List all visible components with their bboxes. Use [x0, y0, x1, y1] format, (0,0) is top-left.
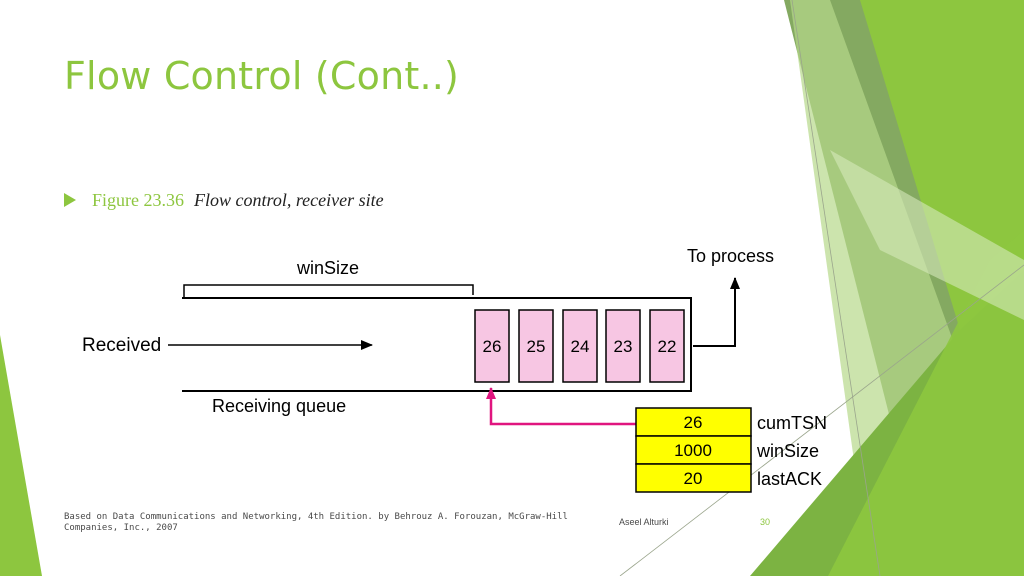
queue-cell-1-value: 26: [483, 337, 502, 356]
deco-shape-5: [828, 230, 1024, 576]
received-label: Received: [82, 335, 161, 356]
queue-cell-4: 23: [605, 309, 641, 383]
slide-title: Flow Control (Cont..): [64, 54, 460, 98]
receiver-state-table: 26 cumTSN 1000 winSize 20 lastACK: [635, 407, 827, 493]
table-row-cumtsn: 26 cumTSN: [635, 407, 827, 437]
winsize-label: winSize: [296, 258, 359, 278]
queue-cell-2: 25: [518, 309, 554, 383]
queue-cell-2-value: 25: [527, 337, 546, 356]
lastack-value: 20: [684, 469, 703, 488]
to-process-arrow: [693, 277, 740, 347]
deco-line-1: [791, 0, 881, 576]
queue-cell-3-value: 24: [571, 337, 590, 356]
to-process-label: To process: [687, 246, 774, 266]
winsize-bracket: [183, 284, 474, 299]
table-row-winsize: 1000 winSize: [635, 435, 819, 465]
queue-cell-1: 26: [474, 309, 510, 383]
bullet-item: Figure 23.36 Flow control, receiver site: [64, 186, 384, 214]
deco-triangle-left: [0, 335, 42, 576]
footer-source: Based on Data Communications and Network…: [64, 512, 568, 533]
cumtsn-pointer-arrow: [486, 387, 636, 426]
figure-caption: Flow control, receiver site: [194, 189, 384, 210]
figure-label: Figure 23.36: [92, 189, 184, 210]
cumtsn-value: 26: [684, 413, 703, 432]
bullet-arrow-icon: [64, 193, 76, 207]
lastack-label: lastACK: [757, 469, 822, 489]
winsize-row-label: winSize: [756, 441, 819, 461]
deco-shape-6: [830, 150, 1024, 320]
footer-author: Aseel Alturki: [619, 517, 669, 527]
cumtsn-label: cumTSN: [757, 413, 827, 433]
queue-cell-3: 24: [562, 309, 598, 383]
queue-cell-5: 22: [649, 309, 685, 383]
page-number: 30: [760, 517, 771, 527]
queue-cell-4-value: 23: [614, 337, 633, 356]
receiving-queue-label: Receiving queue: [212, 396, 346, 416]
table-row-lastack: 20 lastACK: [635, 463, 822, 493]
winsize-value: 1000: [674, 441, 712, 460]
flow-control-diagram: winSize Received 26 25 24 23 22 To proce…: [82, 246, 827, 493]
deco-line-2: [619, 264, 1024, 576]
queue-cell-5-value: 22: [658, 337, 677, 356]
receiving-queue-outline: [182, 297, 692, 392]
